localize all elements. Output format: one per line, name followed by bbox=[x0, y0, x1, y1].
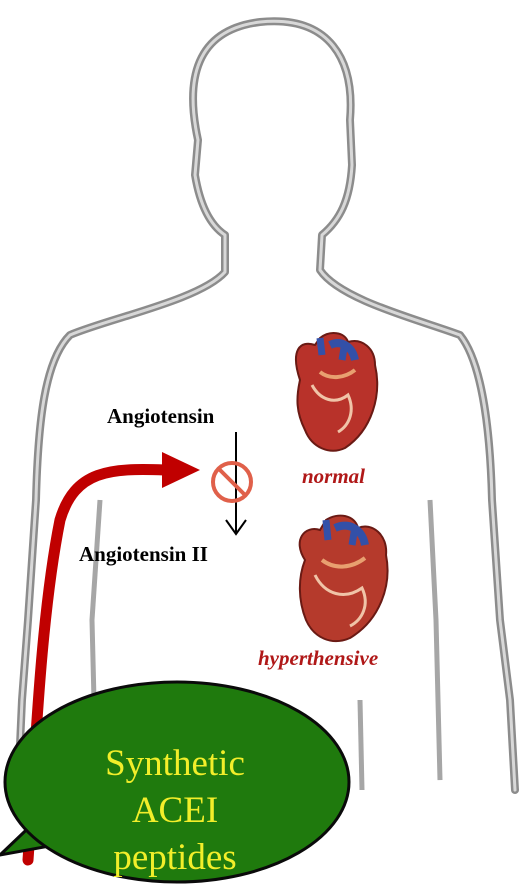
prohibition-icon bbox=[213, 463, 251, 501]
right-arm-line bbox=[430, 500, 440, 780]
red-arrow-head bbox=[162, 452, 200, 488]
torso-line bbox=[360, 700, 362, 790]
acei-oval-text: Synthetic ACEI peptides bbox=[40, 740, 310, 881]
oval-line-1: Synthetic bbox=[40, 740, 310, 787]
angiotensin-ii-label: Angiotensin II bbox=[79, 542, 208, 567]
oval-line-3: peptides bbox=[40, 834, 310, 881]
normal-label: normal bbox=[302, 464, 365, 489]
angiotensin-label: Angiotensin bbox=[107, 404, 214, 429]
heart-hypertensive-icon bbox=[300, 516, 388, 642]
oval-line-2: ACEI bbox=[40, 787, 310, 834]
heart-normal-icon bbox=[296, 333, 377, 451]
hypertensive-label: hyperthensive bbox=[258, 646, 378, 671]
